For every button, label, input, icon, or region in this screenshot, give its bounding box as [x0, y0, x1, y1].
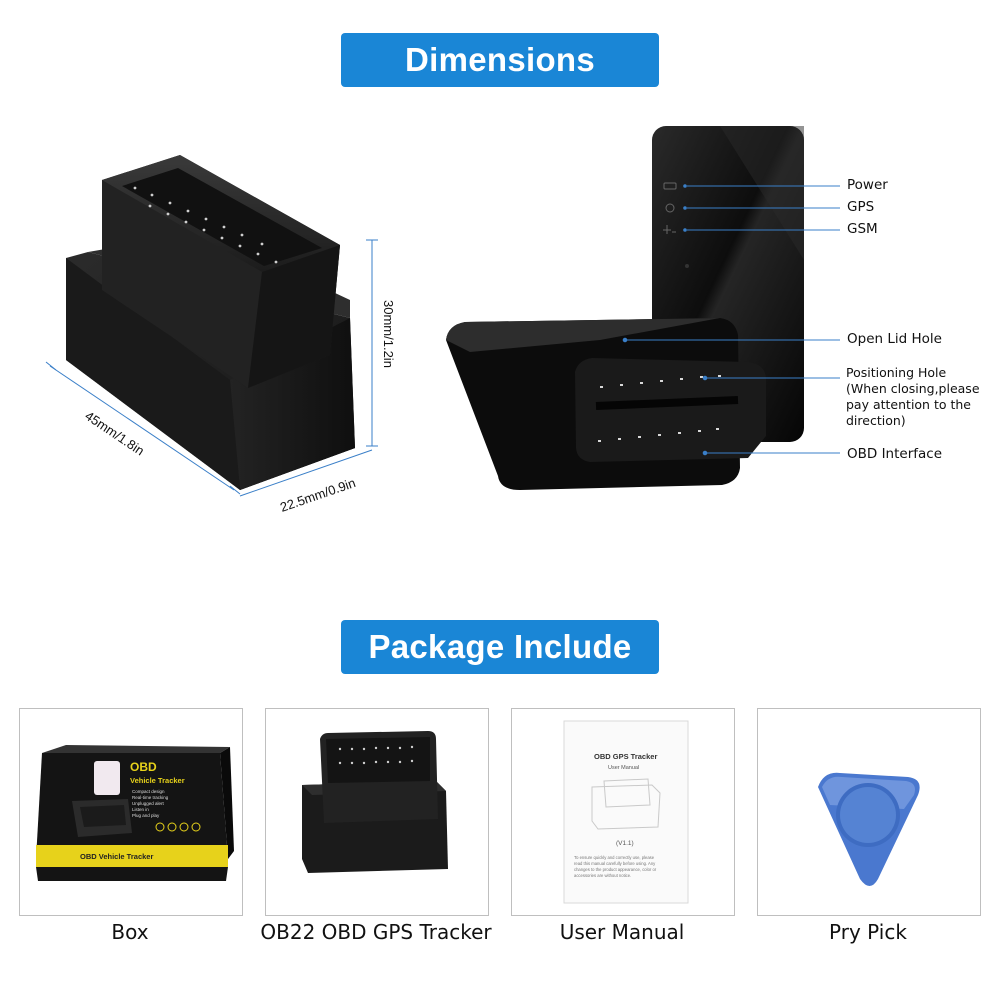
package-item-pry-pick	[757, 708, 981, 916]
obd-device-dimensioned-image: 45mm/1.8in 22.5mm/0.9in 30mm/1.2in	[45, 126, 840, 515]
box-feature-icons	[155, 822, 201, 832]
length-dimension-label: 45mm/1.8in	[82, 408, 147, 458]
positioning-hole-line-1: Positioning Hole	[846, 365, 947, 380]
plug-pins	[598, 375, 721, 442]
height-dimension-label: 30mm/1.2in	[381, 300, 396, 368]
box-feature-2: Real-time tracking	[132, 795, 169, 800]
package-item-manual: OBD GPS Tracker User Manual (V1.1) To en…	[511, 708, 735, 916]
manual-body-2: read this manual carefully before using.…	[574, 861, 656, 866]
pry-pick-image	[818, 772, 920, 886]
dimensions-heading: Dimensions	[341, 33, 659, 87]
box-feature-5: Plug and play	[132, 813, 160, 818]
box-feature-4: Listen in	[132, 807, 149, 812]
box-feature-1: Compact design	[132, 789, 165, 794]
open-lid-hole-callout: Open Lid Hole	[847, 331, 942, 347]
caption-pry-pick: Pry Pick	[829, 920, 907, 944]
manual-subtitle: User Manual	[608, 765, 639, 771]
manual-title: OBD GPS Tracker	[594, 752, 657, 761]
package-item-tracker	[265, 708, 489, 916]
caption-tracker: OB22 OBD GPS Tracker	[260, 920, 492, 944]
gps-callout: GPS	[847, 199, 875, 215]
positioning-hole-line-3: pay attention to the	[846, 397, 971, 412]
callout-dots	[683, 184, 687, 232]
package-include-heading: Package Include	[341, 620, 659, 674]
gsm-callout: GSM	[847, 221, 878, 237]
device-plug	[446, 318, 766, 490]
tracker-image	[302, 731, 448, 873]
dimension-lines	[45, 239, 378, 497]
manual-body-4: accessories are without notice.	[574, 873, 631, 878]
manual-body-1: To ensure quickly and correctly use, ple…	[574, 855, 655, 860]
positioning-hole-line-4: direction)	[846, 413, 906, 428]
manual-body-3: changes to the product appearance, color…	[574, 867, 657, 872]
positioning-hole-callout: Positioning Hole (When closing,please pa…	[846, 365, 980, 429]
package-item-box: OBD Vehicle Tracker Compact design Real-…	[19, 708, 243, 916]
manual-version: (V1.1)	[616, 840, 634, 847]
callout-leaders	[622, 185, 840, 456]
box-feature-3: Unplugged alert	[132, 801, 165, 806]
caption-box: Box	[111, 920, 149, 944]
box-title-vehicle-tracker: Vehicle Tracker	[130, 776, 185, 785]
box-title-obd: OBD	[130, 760, 157, 774]
caption-user-manual: User Manual	[559, 920, 685, 944]
manual-image: OBD GPS Tracker User Manual (V1.1) To en…	[563, 720, 689, 904]
power-callout: Power	[847, 177, 888, 193]
box-side-label: OBD Vehicle Tracker	[80, 852, 153, 861]
positioning-hole-line-2: (When closing,please	[846, 381, 980, 396]
box-image: OBD Vehicle Tracker Compact design Real-…	[36, 745, 234, 881]
device-connector	[102, 155, 340, 388]
obd-interface-callout: OBD Interface	[847, 446, 943, 462]
status-indicator-icons	[663, 182, 689, 268]
width-dimension-label: 22.5mm/0.9in	[278, 475, 357, 515]
connector-pins	[133, 186, 278, 264]
